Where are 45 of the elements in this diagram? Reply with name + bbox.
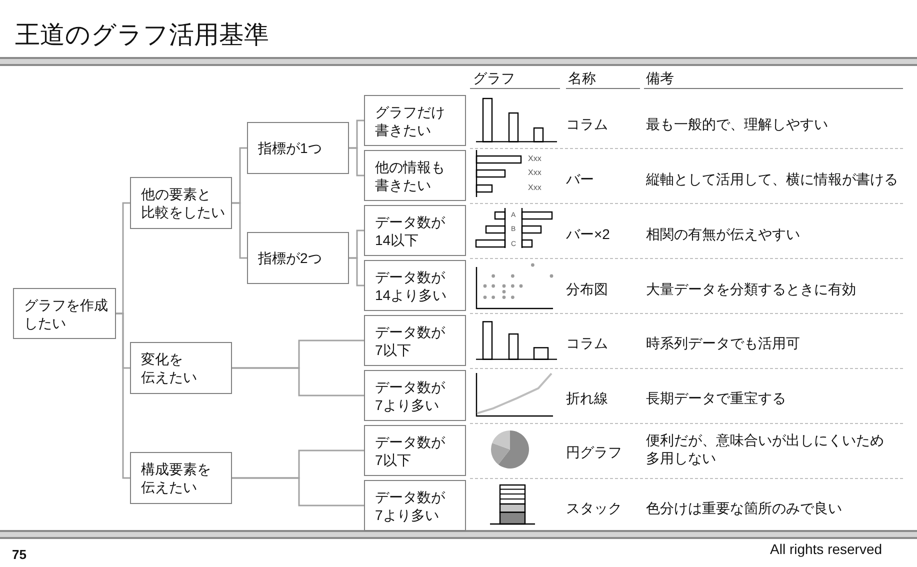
- chart-name: バー: [566, 170, 594, 188]
- tree-box: データ数が7以下: [364, 315, 466, 366]
- connector-line: [116, 312, 130, 479]
- tree-box: データ数が7以下: [364, 425, 466, 476]
- chart-name: コラム: [566, 334, 608, 352]
- connector-line: [232, 202, 247, 259]
- axis-label: Xxx: [528, 154, 542, 164]
- axis-label: Xxx: [528, 183, 542, 193]
- title: 王道のグラフ活用基準: [15, 20, 269, 51]
- note-text: 便利だが、意味合いが出しにくいため多用しない: [646, 431, 885, 467]
- tree-box: 他の要素と比較をしたい: [130, 177, 232, 229]
- note-text: 大量データを分類するときに有効: [646, 280, 856, 298]
- axis-label: Xxx: [528, 168, 542, 178]
- tree-box: グラフを作成したい: [13, 288, 116, 339]
- connector-line: [349, 257, 364, 286]
- column-header: 名称: [568, 69, 596, 87]
- tree-box: 構成要素を伝えたい: [130, 452, 232, 504]
- page-number: 75: [12, 547, 26, 563]
- note-text: 相関の有無が伝えやすい: [646, 225, 800, 243]
- note-text: 縦軸として活用して、横に情報が書ける: [646, 170, 898, 188]
- connector-line: [232, 477, 364, 506]
- connector-line: [349, 147, 364, 176]
- note-text: 最も一般的で、理解しやすい: [646, 115, 828, 133]
- note-text: 時系列データでも活用可: [646, 334, 800, 352]
- connector-line: [232, 367, 364, 396]
- chart-name: 折れ線: [566, 389, 608, 407]
- tree-box: 他の情報も書きたい: [364, 150, 466, 201]
- chart-name: コラム: [566, 115, 608, 133]
- note-text: 色分けは重要な箇所のみで良い: [646, 499, 842, 517]
- tree-box: 指標が2つ: [247, 232, 349, 284]
- chart-name: バー×2: [566, 225, 610, 243]
- tree-box: 変化を伝えたい: [130, 342, 232, 394]
- column-header: グラフ: [473, 69, 515, 87]
- copyright-text: All rights reserved: [770, 540, 882, 558]
- tree-box: データ数が14より多い: [364, 260, 466, 311]
- note-text: 長期データで重宝する: [646, 389, 786, 407]
- tree-box: グラフだけ書きたい: [364, 95, 466, 146]
- tree-box: 指標が1つ: [247, 122, 349, 174]
- tree-box: データ数が7より多い: [364, 370, 466, 421]
- chart-name: 円グラフ: [566, 443, 622, 461]
- column-header: 備考: [646, 69, 674, 87]
- chart-name: 分布図: [566, 280, 608, 298]
- tree-box: データ数が14以下: [364, 205, 466, 256]
- chart-name: スタック: [566, 499, 622, 517]
- tree-box: データ数が7より多い: [364, 480, 466, 531]
